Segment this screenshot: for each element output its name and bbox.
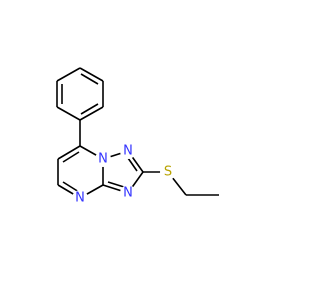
- phenyl-ring: [56, 67, 104, 121]
- atom-label-n4: N: [75, 191, 85, 206]
- bond-n3-c3a-inner: [107, 181, 125, 188]
- molecule-canvas: N N N N S: [56, 67, 219, 206]
- atom-label-n2: N: [98, 152, 108, 167]
- atom-label-n3-group: N: [120, 185, 136, 201]
- bond-c5-n4-inner: [62, 181, 80, 193]
- bond-ph5-ph6: [56, 106, 81, 121]
- bond-ph1-ph2: [56, 67, 81, 82]
- bond-ph2-ph3-inner: [80, 73, 99, 85]
- bond-n1-c2-inner: [127, 157, 138, 172]
- atom-label-n4-group: N: [72, 190, 88, 206]
- atom-label-s: S: [164, 165, 172, 180]
- bond-c7-c6-inner: [62, 151, 80, 163]
- ethylthio-group: [143, 171, 219, 196]
- atom-label-s-group: S: [160, 164, 176, 180]
- molecule-structure: N N N N S: [56, 67, 219, 206]
- bond-ph4-ph5-inner: [80, 103, 99, 115]
- atom-label-n3: N: [123, 186, 133, 201]
- bond-ph2-ph3: [79, 67, 104, 82]
- bond-ph4-ph5: [79, 106, 104, 121]
- bond-c7-c6: [57, 145, 81, 160]
- atom-label-n2-group: N: [95, 151, 111, 167]
- atom-label-n1-group: N: [120, 143, 136, 159]
- atom-label-n1: N: [123, 144, 133, 159]
